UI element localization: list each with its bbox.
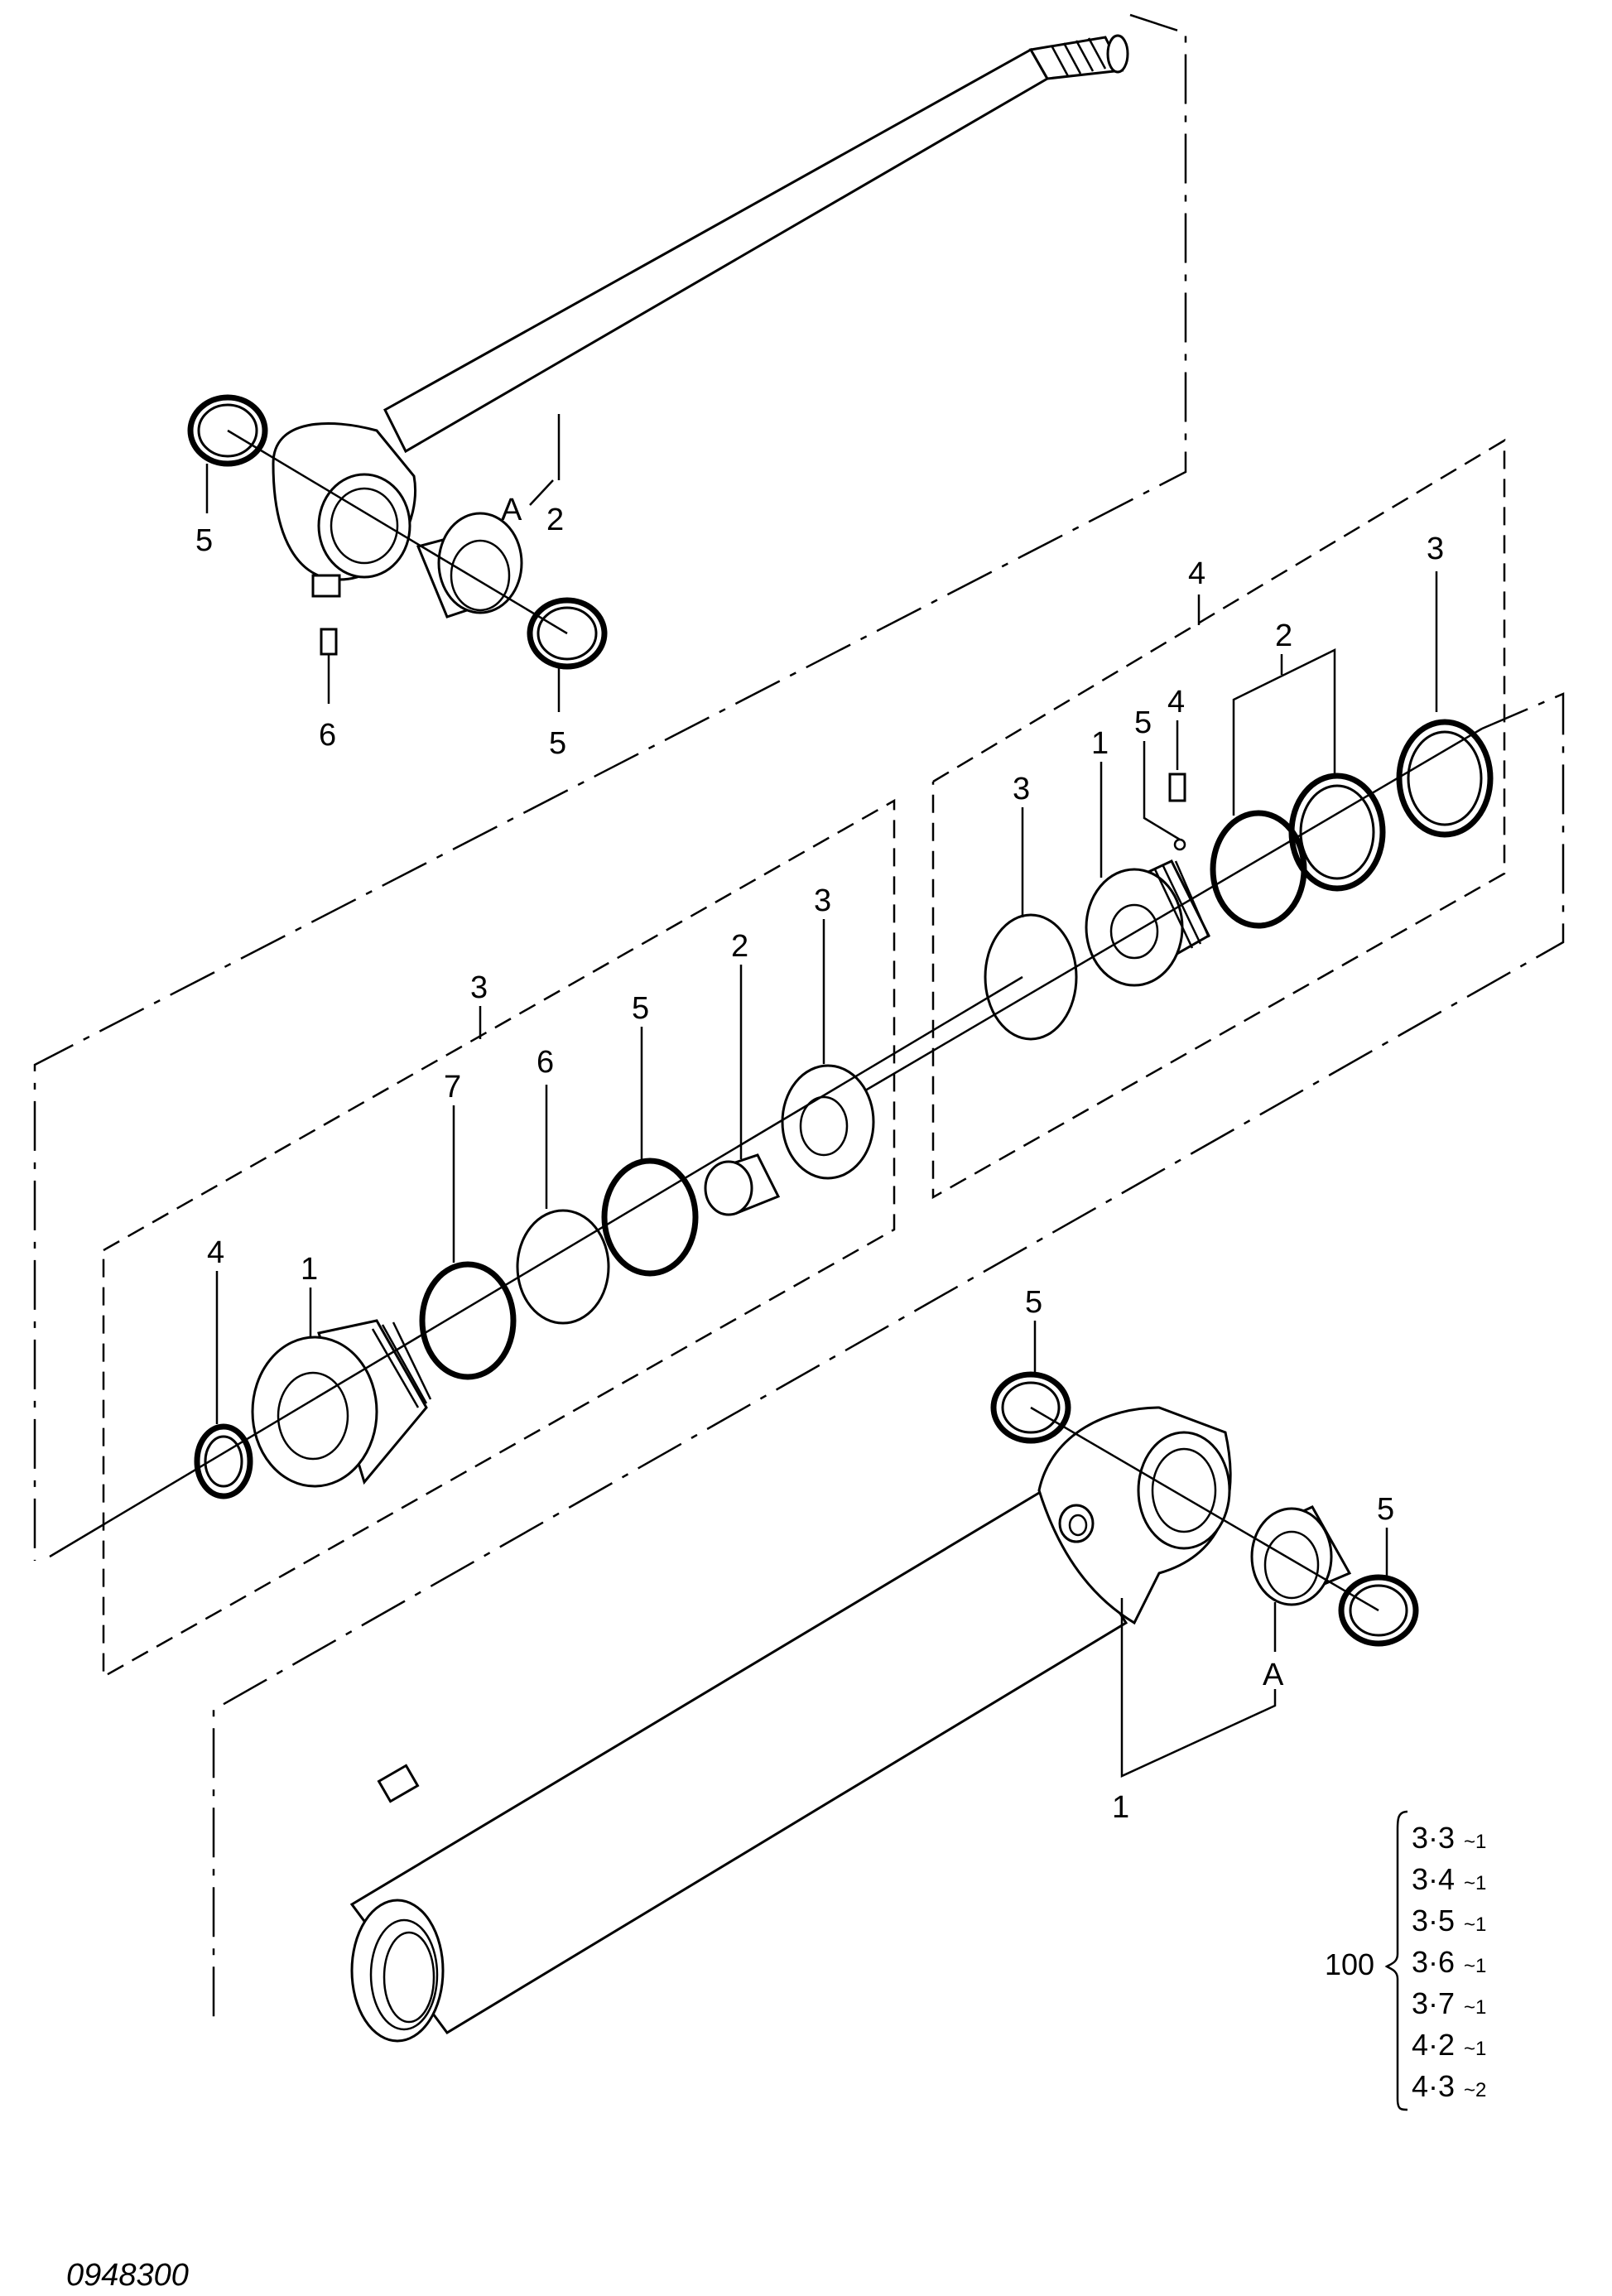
tube-seal-right	[1338, 1574, 1419, 1647]
legend-prefix: 100	[1325, 1947, 1374, 1981]
callout-tube-seal-top: 5	[1025, 1285, 1042, 1320]
legend-row-5: 3·7	[1412, 1986, 1455, 2020]
piston-setscrew	[1168, 773, 1186, 802]
rod-seal-right-inner	[537, 606, 598, 661]
head-dust-seal	[194, 1423, 253, 1499]
piston-wear-ring-left	[984, 913, 1078, 1041]
legend-row-4: 3·6	[1412, 1945, 1455, 1979]
legend-row-4-sub: ~1	[1464, 1955, 1486, 1977]
tube-seal-top-inner	[1001, 1381, 1061, 1434]
callout-rod-2: 2	[546, 503, 564, 537]
head-backup-ring-6	[516, 1209, 610, 1325]
callout-piston-3-right: 3	[1427, 532, 1444, 566]
piston-group-boundary	[931, 438, 1506, 1200]
rod-seal-left	[187, 394, 268, 467]
callout-tube-A: A	[1263, 1658, 1284, 1692]
legend-row-2: 3·4	[1412, 1862, 1455, 1896]
piston-wear-ring-right-inner	[1407, 730, 1483, 826]
callout-piston-2: 2	[1275, 619, 1292, 653]
callout-head-7: 7	[444, 1070, 461, 1105]
rod-eye	[272, 421, 416, 598]
head-o-ring-7	[419, 1261, 517, 1380]
piston-ball-leader	[1143, 741, 1181, 841]
piston-axis	[860, 727, 1483, 1095]
legend-row-6: 4·2	[1412, 2028, 1455, 2062]
head-buffer-ring-3	[781, 1064, 875, 1180]
callout-head-2: 2	[731, 929, 748, 964]
rod-seal-right	[527, 597, 608, 670]
rod-thread	[1050, 37, 1107, 77]
piston	[1085, 859, 1210, 987]
tube-seal-top	[990, 1371, 1071, 1444]
callout-piston-1: 1	[1091, 726, 1109, 761]
cylinder-tube	[349, 1488, 1128, 2043]
tube-seal-right-inner	[1349, 1584, 1408, 1637]
rod-bushing	[416, 512, 523, 619]
rod-axis	[227, 429, 568, 635]
callout-piston-ball: 5	[1134, 705, 1152, 740]
piston-backup-ring-inner	[1299, 784, 1375, 880]
callout-head-5: 5	[632, 991, 649, 1026]
callout-piston-setscrew: 4	[1167, 685, 1185, 720]
legend-row-5-sub: ~1	[1464, 1996, 1486, 2019]
legend-row-3-sub: ~1	[1464, 1913, 1486, 1936]
tube-group-boundary	[212, 692, 1565, 2027]
callout-tube-1: 1	[1112, 1790, 1129, 1825]
head-group-boundary	[102, 798, 896, 1679]
callout-rod-A: A	[501, 493, 522, 527]
rod-group-boundary	[33, 13, 1187, 1561]
legend-row-1: 3·3	[1412, 1821, 1455, 1855]
tube-bushing	[1250, 1505, 1352, 1606]
head-bushing-2	[704, 1153, 781, 1216]
piston-wear-ring-right	[1396, 719, 1494, 838]
callout-tube-seal-right: 5	[1377, 1492, 1394, 1527]
rod-A-leader	[529, 479, 554, 506]
cylinder-head	[251, 1319, 432, 1488]
callout-head-1: 1	[301, 1252, 318, 1287]
callout-rod-grease: 6	[319, 718, 336, 753]
piston-ball	[1173, 838, 1186, 851]
legend-row-3: 3·5	[1412, 1904, 1455, 1937]
callout-rod-seal-left: 5	[195, 523, 213, 558]
callout-head-group: 3	[470, 970, 488, 1005]
piston-2-leader	[1232, 647, 1336, 816]
callout-piston-group: 4	[1188, 556, 1205, 591]
legend-row-2-sub: ~1	[1464, 1872, 1486, 1894]
rod-seal-left-inner	[197, 403, 258, 458]
callout-head-3: 3	[814, 883, 831, 918]
legend-row-7: 4·3	[1412, 2069, 1455, 2103]
legend-row-6-sub: ~1	[1464, 2038, 1486, 2060]
tube-1-leader	[1120, 1598, 1277, 1778]
callout-head-4: 4	[207, 1235, 224, 1270]
legend-brace	[1384, 1810, 1408, 2111]
piston-rod	[383, 34, 1129, 454]
legend-row-1-sub: ~1	[1464, 1831, 1486, 1853]
callout-rod-seal-right: 5	[549, 726, 566, 761]
callout-head-6: 6	[537, 1045, 554, 1080]
head-dust-seal-inner	[204, 1435, 243, 1488]
legend: 100 3·3 ~1 3·4 ~1 3·5 ~1 3·6 ~1 3·7 ~1 4…	[1325, 1810, 1486, 2111]
head-rod-seal-5	[601, 1158, 699, 1277]
head-axis	[49, 975, 1023, 1558]
drawing-number: 0948300	[66, 2258, 189, 2293]
legend-row-7-sub: ~2	[1464, 2079, 1486, 2101]
tube-axis	[1030, 1406, 1379, 1612]
tube-eye	[1037, 1406, 1232, 1625]
grease-nipple	[320, 628, 338, 672]
piston-backup-ring	[1288, 773, 1386, 892]
callout-piston-3-left: 3	[1013, 772, 1030, 806]
